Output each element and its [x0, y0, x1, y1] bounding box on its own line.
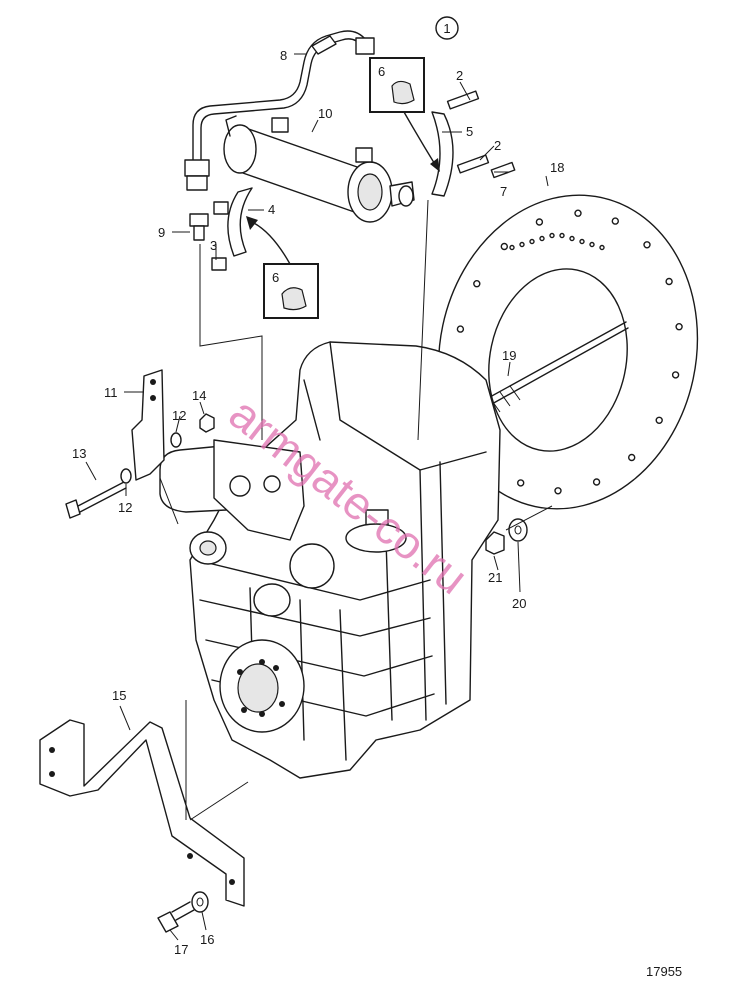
part-label: 3	[210, 238, 217, 253]
part-label: 5	[466, 124, 473, 139]
bolt-hole	[665, 277, 673, 286]
washer-20	[508, 518, 528, 542]
pipe-8	[184, 30, 375, 191]
part-label: 16	[200, 932, 214, 947]
part-label: 14	[192, 388, 206, 403]
part-label: 20	[512, 596, 526, 611]
gearbox-housing	[159, 341, 501, 779]
bolt-hole	[592, 478, 601, 486]
part-label: 21	[488, 570, 502, 585]
part-label: 2	[456, 68, 463, 83]
part-label: 13	[72, 446, 86, 461]
part-label: 4	[268, 202, 275, 217]
bolt-hole	[535, 218, 544, 226]
leader-lines	[85, 53, 553, 941]
part-label: 8	[280, 48, 287, 63]
bolt-hole	[611, 217, 619, 225]
bolt-hole	[517, 479, 525, 487]
fitting-9	[189, 213, 209, 241]
bolt-hole	[628, 453, 636, 462]
flexplate-18	[437, 194, 699, 510]
part-label: 18	[550, 160, 564, 175]
clamp-4	[211, 187, 253, 271]
part-label: 17	[174, 942, 188, 957]
bolt-hole	[554, 487, 562, 495]
bolt-hole	[671, 371, 680, 379]
callout-label-lower: 6	[272, 270, 279, 285]
washer-16	[191, 891, 209, 913]
washer-12-upper	[170, 432, 182, 448]
washer-12-lower	[120, 468, 132, 484]
bolt-hole	[559, 232, 565, 239]
bolt-hole	[509, 244, 515, 251]
clamp-5	[431, 90, 516, 197]
bolt-hole	[643, 241, 651, 249]
bolt-hole	[549, 232, 555, 239]
bolt-hole	[579, 238, 585, 245]
callout-box-6-lower	[246, 216, 319, 319]
bolt-hole	[675, 323, 683, 331]
bolt-17	[157, 901, 195, 933]
bolt-hole	[569, 235, 575, 242]
view-number: 1	[443, 21, 450, 36]
part-label: 15	[112, 688, 126, 703]
bolt-hole	[574, 209, 582, 217]
bolt-hole	[473, 280, 481, 288]
figure-id: 17955	[646, 964, 682, 979]
view-number-badge: 1	[435, 16, 459, 40]
callout-box-6-upper	[369, 57, 440, 172]
part-label: 9	[158, 225, 165, 240]
nut-21	[485, 531, 505, 555]
callout-label-upper: 6	[378, 64, 385, 79]
part-label: 7	[500, 184, 507, 199]
bolt-hole	[519, 241, 525, 248]
part-label: 12	[172, 408, 186, 423]
bracket-11	[131, 369, 165, 481]
part-label: 10	[318, 106, 332, 121]
part-label: 19	[502, 348, 516, 363]
cooler-10	[223, 115, 415, 223]
bolt-hole	[539, 235, 545, 242]
nut-14	[199, 413, 215, 433]
bolt-hole	[529, 238, 535, 245]
bolt-hole	[655, 416, 663, 424]
bolt-hole	[589, 241, 595, 248]
bolt-hole	[500, 242, 508, 251]
part-label: 12	[118, 500, 132, 515]
part-label: 11	[104, 385, 118, 400]
bolt-13	[65, 481, 127, 519]
bolt-hole	[456, 325, 465, 333]
bolt-hole	[599, 244, 605, 251]
bracket-15	[39, 719, 245, 907]
part-label: 2	[494, 138, 501, 153]
